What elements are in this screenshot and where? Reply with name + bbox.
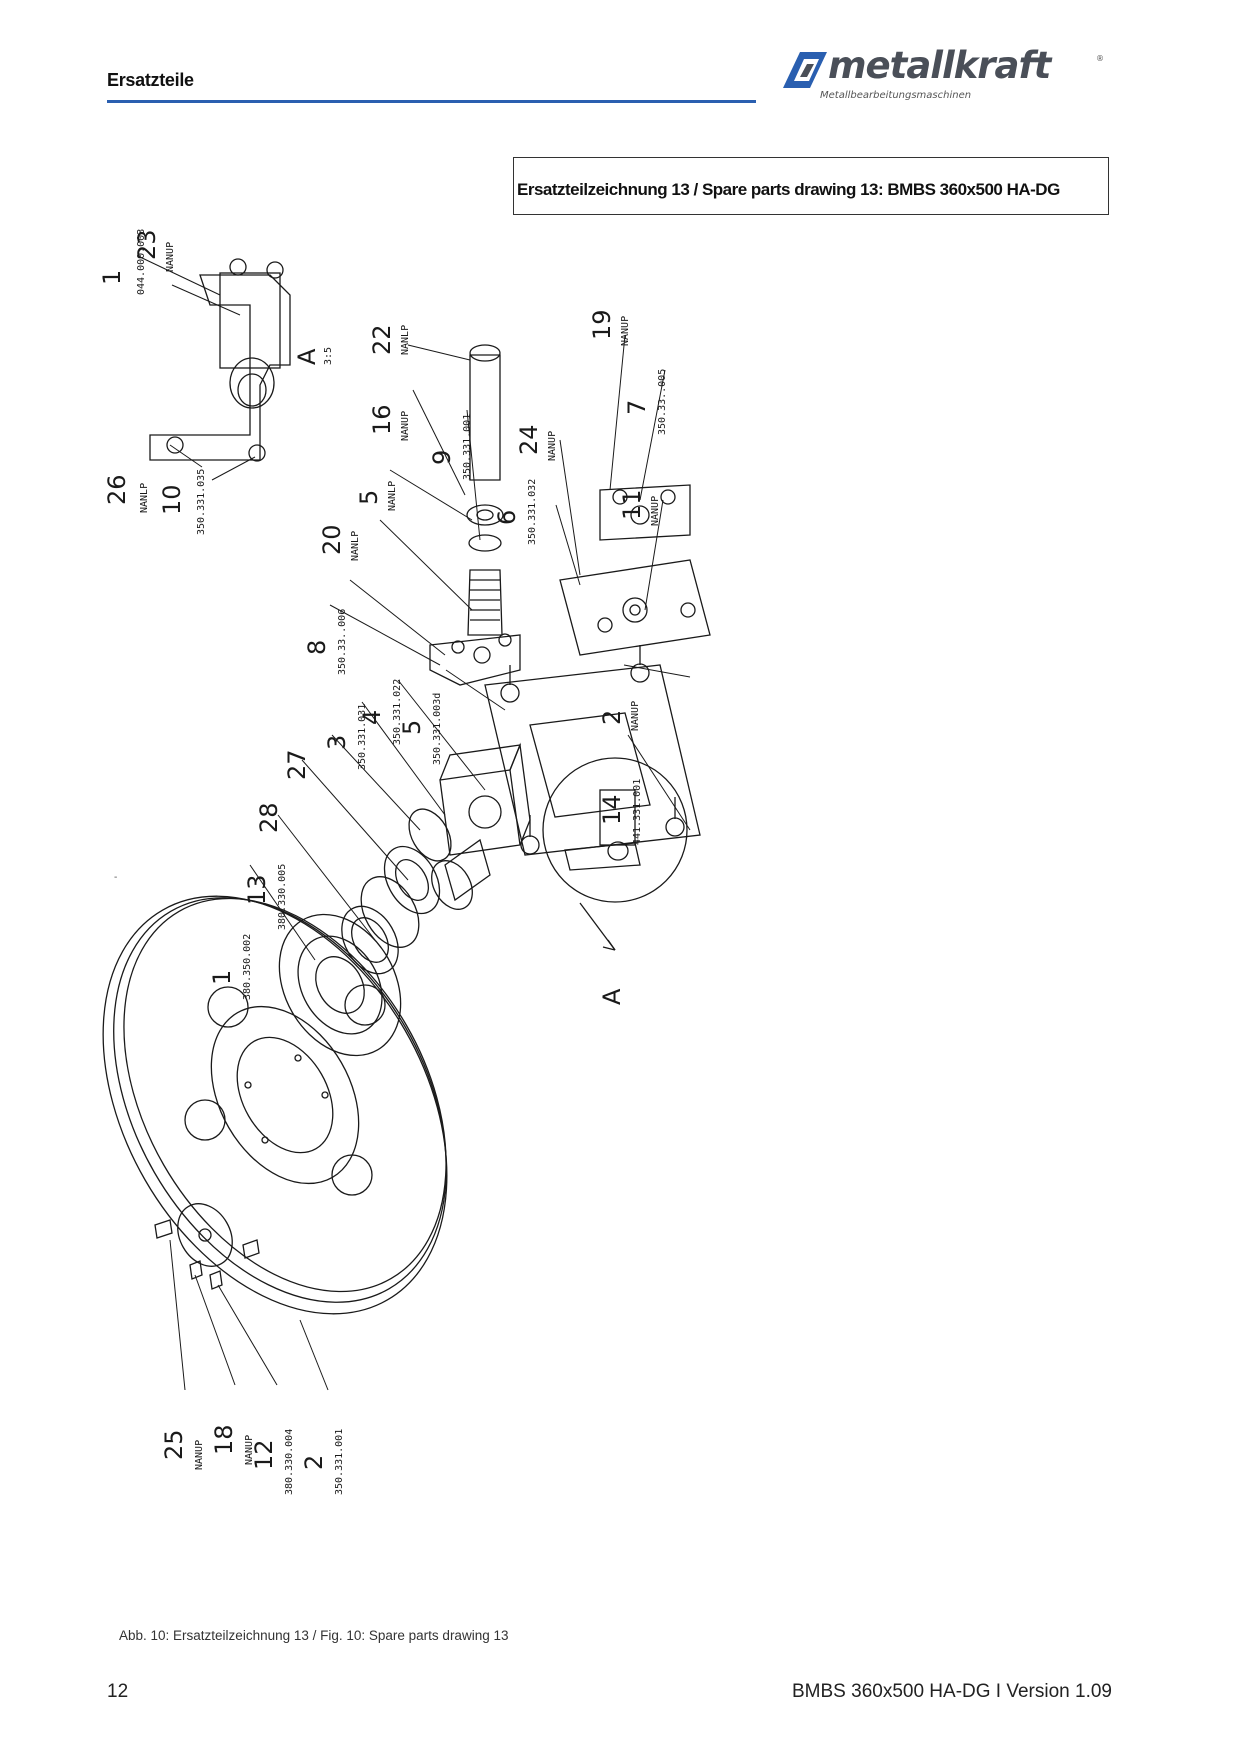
callout-2a: 2 bbox=[598, 710, 626, 725]
callout-28: 28 bbox=[255, 802, 283, 833]
callout-26: 26 bbox=[103, 474, 131, 505]
section-title: Ersatzteile bbox=[107, 70, 194, 90]
callout-5b: 5 bbox=[398, 720, 426, 735]
callout-22: 22 bbox=[368, 324, 396, 355]
partno-7: 350.33..005 bbox=[657, 369, 668, 435]
callout-10: 10 bbox=[158, 484, 186, 515]
partno-20: NANLP bbox=[350, 531, 361, 561]
callout-11: 11 bbox=[618, 489, 646, 520]
metallkraft-logo-icon bbox=[783, 52, 827, 88]
logo-registered: ® bbox=[1096, 54, 1104, 63]
callout-9: 9 bbox=[428, 450, 456, 465]
document-version: BMBS 360x500 HA-DG I Version 1.09 bbox=[792, 1681, 1112, 1702]
bearing-block bbox=[431, 742, 531, 910]
callout-3: 3 bbox=[323, 735, 351, 750]
partno-18: NANUP bbox=[244, 1435, 255, 1465]
callout-4: 4 bbox=[358, 710, 386, 725]
partno-3: 350.331.031 bbox=[357, 704, 368, 770]
partno-5b: 350.331.003d bbox=[432, 693, 443, 765]
callout-2b: 2 bbox=[300, 1455, 328, 1470]
callout-8: 8 bbox=[303, 640, 331, 655]
partno-16: NANUP bbox=[400, 411, 411, 441]
detail-callout-a: A bbox=[598, 988, 626, 1005]
callout-23: 23 bbox=[133, 229, 161, 260]
logo-wordmark: metallkraft bbox=[828, 44, 1051, 87]
callout-18: 18 bbox=[210, 1424, 238, 1455]
callout-24: 24 bbox=[515, 424, 543, 455]
callout-25: 25 bbox=[160, 1429, 188, 1460]
leader-lines bbox=[139, 256, 691, 1391]
partno-10: 350.331.035 bbox=[196, 469, 207, 535]
page-number: 12 bbox=[107, 1681, 129, 1702]
partno-26: NANLP bbox=[139, 483, 150, 513]
detail-label-a: A bbox=[293, 348, 321, 365]
partno-22: NANLP bbox=[400, 325, 411, 355]
sensor-bracket-assembly bbox=[149, 258, 291, 462]
callout-12: 12 bbox=[250, 1439, 278, 1470]
switch-block bbox=[559, 484, 711, 656]
detail-circle-a bbox=[542, 757, 688, 951]
metallkraft-logo: metallkraft ® Metallbearbeitungsmaschine… bbox=[782, 44, 1104, 110]
band-wheel bbox=[102, 895, 448, 1315]
hub-cover bbox=[154, 1203, 260, 1290]
figure-caption: Abb. 10: Ersatzteilzeichnung 13 / Fig. 1… bbox=[119, 1628, 509, 1643]
logo-tagline: Metallbearbeitungsmaschinen bbox=[820, 90, 972, 101]
mounting-plate bbox=[484, 645, 701, 856]
callout-6: 6 bbox=[493, 510, 521, 525]
partno-13: 380.330.005 bbox=[277, 864, 288, 930]
callout-27: 27 bbox=[283, 749, 311, 780]
partno-12: 380.330.004 bbox=[284, 1429, 295, 1495]
partno-1b: 380.350.002 bbox=[242, 934, 253, 1000]
wheel-flange bbox=[278, 913, 402, 1057]
partno-23: NANUP bbox=[165, 242, 176, 272]
partno-1a: 044.000.003 bbox=[136, 229, 147, 295]
partno-8: 350.33..006 bbox=[337, 609, 348, 675]
partno-19: NANUP bbox=[620, 316, 631, 346]
callout-labels: 1 044.000.003 23 NANUP 22 NANLP 16 NANUP… bbox=[100, 229, 668, 1495]
partno-11: NANUP bbox=[650, 496, 661, 526]
partno-14: 441.331.001 bbox=[632, 779, 643, 845]
drawing-title-box: Ersatzteilzeichnung 13 / Spare parts dra… bbox=[513, 157, 1109, 215]
callout-14: 14 bbox=[598, 794, 626, 825]
partno-24: NANUP bbox=[547, 431, 558, 461]
stray-mark: - bbox=[114, 872, 118, 883]
detail-scale: 3:5 bbox=[323, 347, 334, 365]
exploded-parts-drawing: 1 044.000.003 23 NANUP 22 NANLP 16 NANUP… bbox=[100, 229, 711, 1495]
partno-6: 350.331.032 bbox=[527, 479, 538, 545]
partno-2b: 350.331.001 bbox=[334, 1429, 345, 1495]
partno-5a: NANLP bbox=[387, 481, 398, 511]
partno-9: 350.331.001 bbox=[462, 414, 473, 480]
callout-1a: 1 bbox=[100, 270, 126, 285]
callout-16: 16 bbox=[368, 404, 396, 435]
callout-5a: 5 bbox=[355, 490, 383, 505]
partno-4: 350.331.022 bbox=[392, 679, 403, 745]
callout-19: 19 bbox=[588, 309, 616, 340]
header-rule bbox=[107, 100, 756, 103]
partno-25: NANUP bbox=[194, 1440, 205, 1470]
callout-20: 20 bbox=[318, 524, 346, 555]
callout-7: 7 bbox=[623, 400, 651, 415]
partno-2a: NANUP bbox=[630, 701, 641, 731]
drawing-title: Ersatzteilzeichnung 13 / Spare parts dra… bbox=[517, 180, 1060, 199]
callout-1b: 1 bbox=[208, 970, 236, 985]
callout-13: 13 bbox=[243, 874, 271, 905]
